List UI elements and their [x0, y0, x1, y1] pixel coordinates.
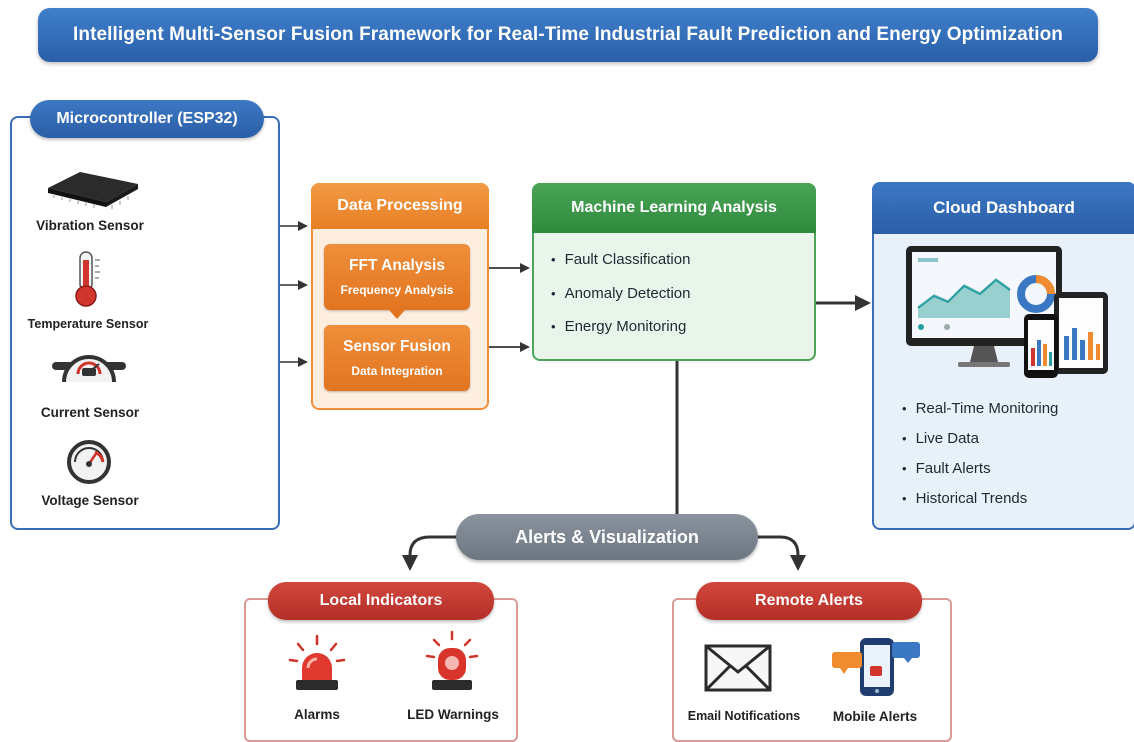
current-sensor-label: Current Sensor [40, 405, 140, 420]
sensor-fusion-block: Sensor Fusion Data Integration [324, 325, 470, 391]
current-meter-icon [52, 346, 126, 392]
siren-icon [286, 634, 348, 696]
down-pointer-icon [389, 310, 405, 319]
fft-analysis-title: FFT Analysis [349, 257, 445, 274]
alerts-visualization-label: Alerts & Visualization [456, 514, 758, 560]
list-item: Real-Time Monitoring [902, 394, 1059, 424]
temperature-sensor-label: Temperature Sensor [27, 317, 149, 331]
list-item: Fault Classification [551, 243, 691, 277]
ml-analysis-list: Fault Classification Anomaly Detection E… [551, 243, 691, 344]
list-item: Historical Trends [902, 484, 1058, 514]
fft-analysis-block: FFT Analysis Frequency Analysis [324, 244, 470, 310]
arrow-alerts-to-remote [756, 535, 806, 571]
list-item: Anomaly Detection [551, 277, 691, 311]
voltage-gauge-icon [62, 438, 116, 484]
thermometer-icon [68, 250, 104, 308]
arrow-alerts-to-local [402, 535, 458, 571]
chip-icon [44, 166, 142, 210]
list-item: Energy Monitoring [551, 310, 690, 344]
envelope-icon [704, 644, 772, 692]
sensor-fusion-title: Sensor Fusion [343, 338, 451, 355]
microcontroller-label: Microcontroller (ESP32) [30, 100, 264, 138]
local-indicators-label: Local Indicators [268, 582, 494, 620]
cloud-dashboard-title: Cloud Dashboard [872, 182, 1134, 234]
remote-alerts-label: Remote Alerts [696, 582, 922, 620]
list-item: Live Data [902, 424, 1058, 454]
sensor-fusion-subtitle: Data Integration [351, 364, 443, 378]
email-notifications-label: Email Notifications [687, 709, 801, 723]
led-beacon-icon [424, 630, 480, 696]
mobile-alerts-label: Mobile Alerts [832, 709, 918, 724]
diagram-title: Intelligent Multi-Sensor Fusion Framewor… [38, 8, 1098, 62]
cloud-dashboard-list: Real-Time Monitoring Live Data Fault Ale… [902, 394, 1059, 514]
led-warnings-label: LED Warnings [407, 707, 499, 722]
local-indicators-panel [244, 598, 518, 742]
data-processing-title: Data Processing [311, 183, 489, 229]
ml-analysis-title: Machine Learning Analysis [532, 183, 816, 233]
voltage-sensor-label: Voltage Sensor [41, 493, 139, 508]
dashboard-devices-icon [904, 244, 1110, 382]
vibration-sensor-label: Vibration Sensor [36, 218, 144, 233]
smartphone-icon [830, 636, 922, 698]
fft-analysis-subtitle: Frequency Analysis [340, 283, 454, 297]
alarms-label: Alarms [294, 707, 340, 722]
list-item: Fault Alerts [902, 454, 1058, 484]
